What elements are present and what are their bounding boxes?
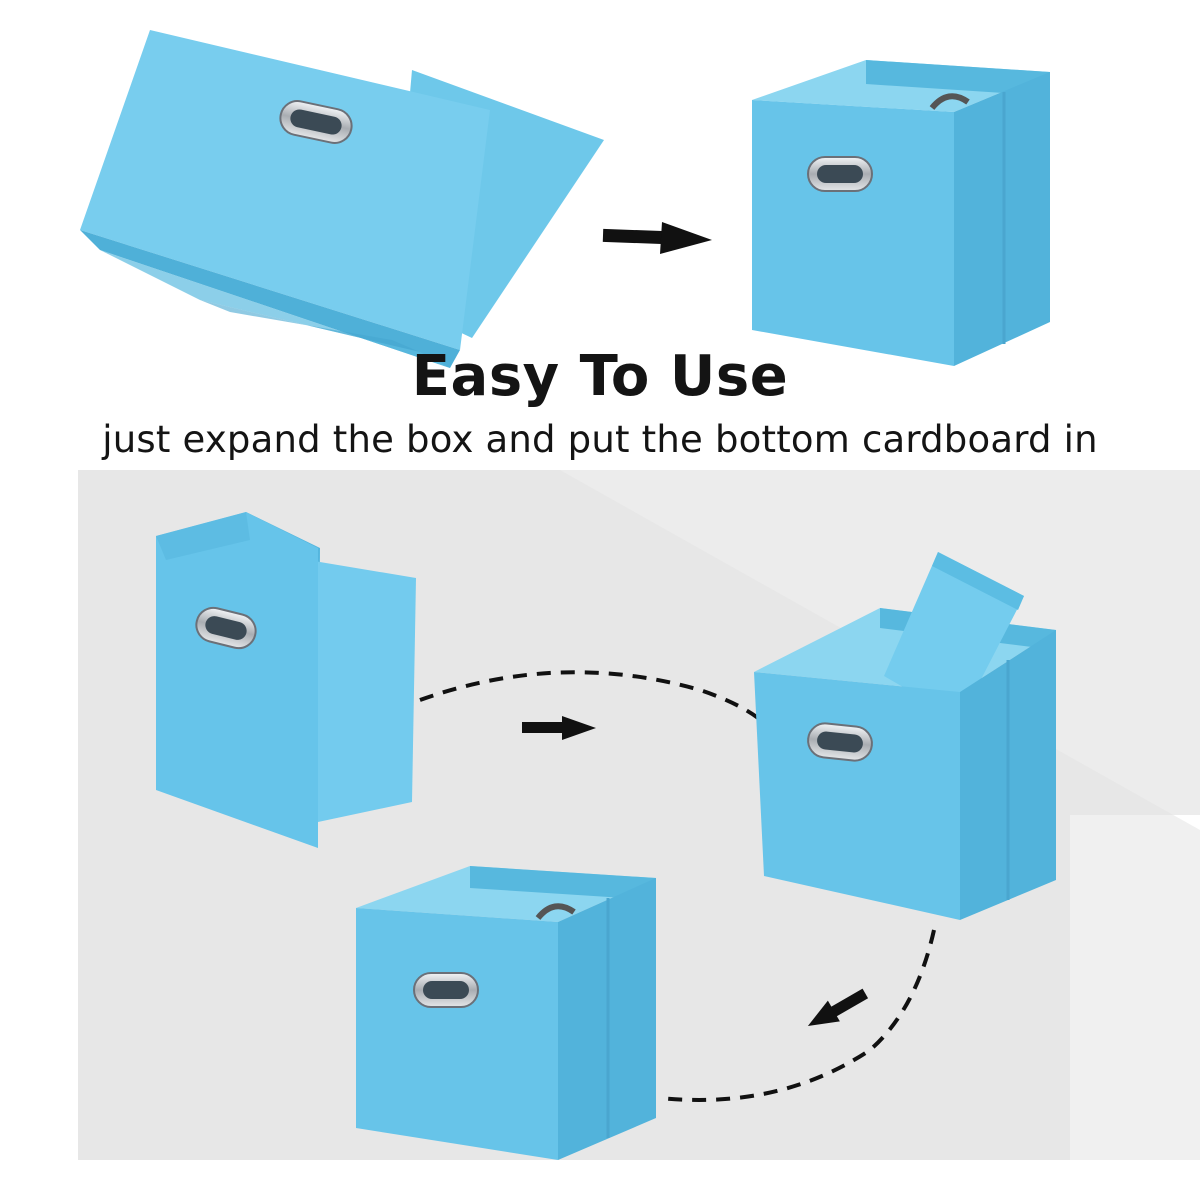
dashed-arrow-icon — [659, 929, 936, 1102]
metal-handle-icon — [807, 156, 873, 192]
metal-handle-icon — [279, 100, 353, 144]
half-open-box — [156, 512, 416, 848]
assembled-box-top — [752, 60, 1050, 366]
arrow-right-icon — [602, 222, 712, 254]
finished-box — [356, 866, 656, 1160]
arrow-right-icon — [522, 716, 596, 740]
metal-handle-icon — [807, 722, 873, 762]
metal-handle-icon — [413, 972, 479, 1008]
headline-title: Easy To Use — [411, 344, 789, 409]
headline-subtitle: just expand the box and put the bottom c… — [102, 418, 1098, 461]
arrow-left-icon — [807, 988, 869, 1026]
box-with-cardboard — [754, 552, 1056, 920]
metal-handle-icon — [195, 606, 257, 650]
folded-box — [80, 30, 604, 368]
dashed-arrow-icon — [419, 670, 782, 742]
